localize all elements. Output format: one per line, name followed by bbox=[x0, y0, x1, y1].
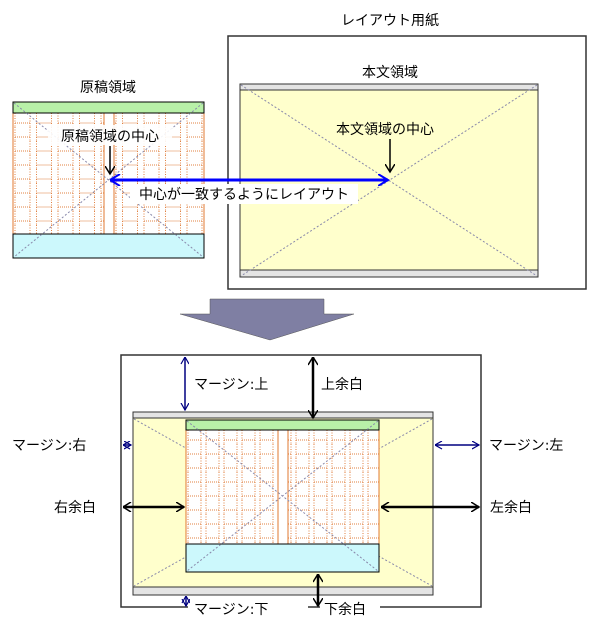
layout-paper-title: レイアウト用紙 bbox=[341, 13, 439, 29]
big-down-arrow-icon bbox=[179, 298, 355, 341]
center-align-label: 中心が一致するようにレイアウト bbox=[139, 187, 349, 203]
manuscript-header-band bbox=[12, 101, 205, 114]
result-footer-band bbox=[185, 543, 380, 573]
space-right-label: 右余白 bbox=[54, 499, 96, 516]
margin-left-label: マージン:左 bbox=[489, 438, 563, 454]
margin-top-label: マージン:上 bbox=[194, 377, 268, 393]
manuscript-footer-band bbox=[12, 233, 205, 259]
manuscript-area-title: 原稿領域 bbox=[80, 79, 136, 96]
space-left-label: 左余白 bbox=[490, 499, 532, 516]
space-top-label: 上余白 bbox=[321, 376, 363, 393]
space-bottom-label: 下余白 bbox=[324, 601, 366, 618]
result-manuscript-area bbox=[185, 419, 380, 573]
margin-right-label: マージン:右 bbox=[12, 438, 86, 454]
result-header-band bbox=[185, 419, 380, 431]
body-center-label: 本文領域の中心 bbox=[336, 121, 434, 138]
manuscript-center-label: 原稿領域の中心 bbox=[61, 128, 159, 145]
margin-bottom-label: マージン:下 bbox=[194, 602, 268, 618]
body-area-title: 本文領域 bbox=[362, 64, 418, 81]
